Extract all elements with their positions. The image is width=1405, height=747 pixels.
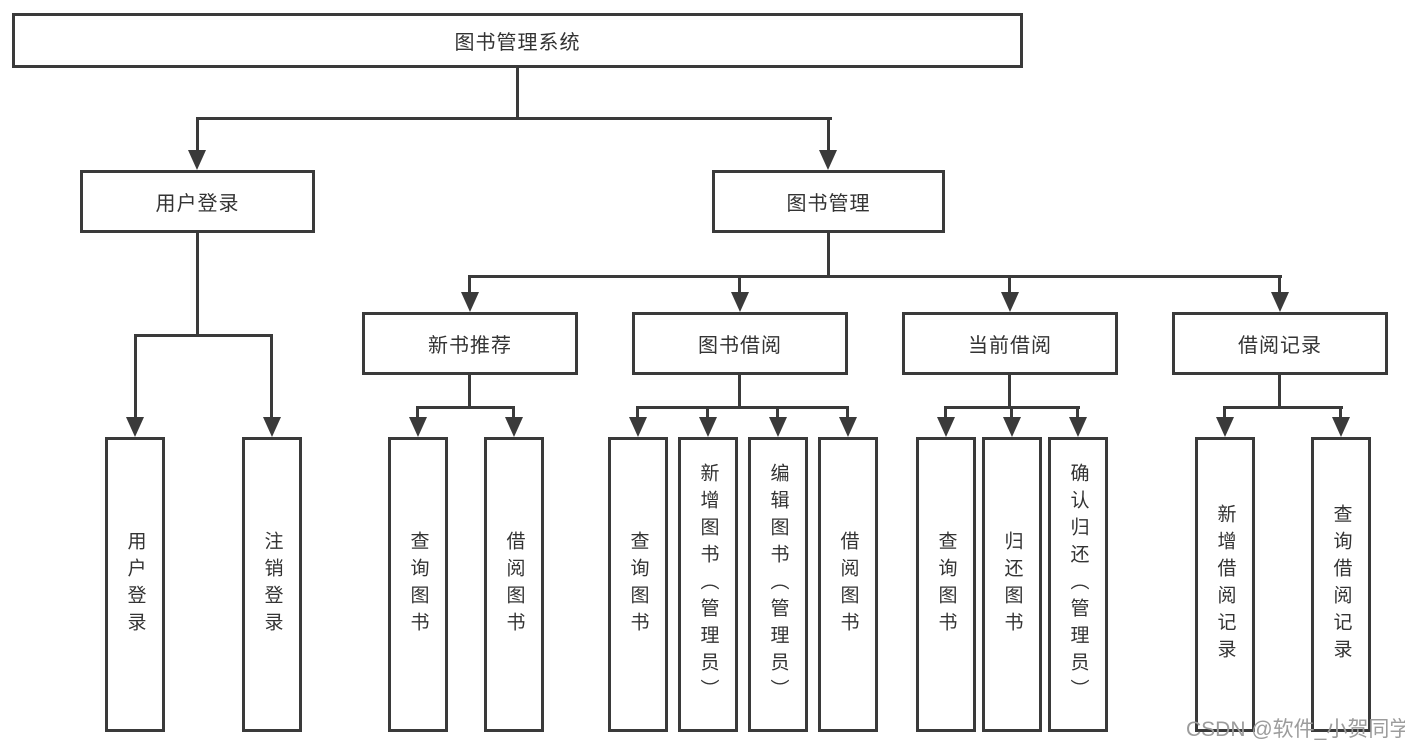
edge-root-stem-left: [196, 117, 199, 155]
arrowhead-icon: [1003, 417, 1021, 437]
edge-stem: [944, 406, 947, 422]
edge-stem: [706, 406, 709, 422]
edge-book-management-vertical: [827, 233, 830, 278]
arrowhead-icon: [188, 150, 206, 170]
leaf-label: 查询借阅记录: [1330, 503, 1352, 666]
node-leaf-confirm-return-admin: 确认归还（管理员）: [1048, 437, 1108, 732]
edge-stem: [636, 406, 639, 422]
edge-stem: [1010, 406, 1013, 422]
leaf-label: 注销登录: [261, 530, 283, 639]
arrowhead-icon: [1271, 292, 1289, 312]
node-leaf-query-borrow-record: 查询借阅记录: [1311, 437, 1371, 732]
edge-vertical: [468, 375, 471, 409]
node-leaf-edit-books-admin: 编辑图书（管理员）: [748, 437, 808, 732]
node-current-borrowing: 当前借阅: [902, 312, 1118, 375]
edge-stem: [1223, 406, 1226, 422]
csdn-watermark: CSDN @软件_小贺同学: [1186, 718, 1405, 741]
edge-stem: [1076, 406, 1079, 422]
node-borrowing-records: 借阅记录: [1172, 312, 1388, 375]
edge-user-login-horizontal: [134, 334, 273, 337]
node-leaf-add-borrow-record: 新增借阅记录: [1195, 437, 1255, 732]
node-current-borrowing-label: 当前借阅: [968, 335, 1052, 357]
node-leaf-user-login: 用户登录: [105, 437, 165, 732]
edge-book-management-stem: [1278, 275, 1281, 300]
edge-stem: [416, 406, 419, 422]
node-book-borrowing: 图书借阅: [632, 312, 848, 375]
edge-stem: [846, 406, 849, 422]
edge-root-vertical: [516, 68, 519, 120]
node-new-book-recommend: 新书推荐: [362, 312, 578, 375]
node-book-borrowing-label: 图书借阅: [698, 335, 782, 357]
arrowhead-icon: [1001, 292, 1019, 312]
node-user-login-label: 用户登录: [155, 193, 240, 215]
node-leaf-query-books-3: 查询图书: [916, 437, 976, 732]
node-leaf-query-books-2: 查询图书: [608, 437, 668, 732]
leaf-label: 编辑图书（管理员）: [767, 463, 789, 706]
edge-stem: [776, 406, 779, 422]
edge-user-login-stem: [134, 334, 137, 421]
node-leaf-query-books-1: 查询图书: [388, 437, 448, 732]
leaf-label: 查询图书: [935, 530, 957, 639]
edge-horizontal: [636, 406, 849, 409]
node-book-management: 图书管理: [712, 170, 945, 233]
leaf-label: 借阅图书: [837, 530, 859, 639]
edge-book-management-stem: [1008, 275, 1011, 300]
arrowhead-icon: [1216, 417, 1234, 437]
leaf-label: 新增图书（管理员）: [697, 463, 719, 706]
leaf-label: 查询图书: [627, 530, 649, 639]
node-leaf-borrow-books-2: 借阅图书: [818, 437, 878, 732]
leaf-label: 新增借阅记录: [1214, 503, 1236, 666]
node-leaf-return-books: 归还图书: [982, 437, 1042, 732]
arrowhead-icon: [839, 417, 857, 437]
leaf-label: 用户登录: [124, 530, 146, 639]
node-root-label: 图书管理系统: [454, 32, 581, 54]
arrowhead-icon: [819, 150, 837, 170]
node-root: 图书管理系统: [12, 13, 1023, 68]
edge-user-login-vertical: [196, 233, 199, 337]
arrowhead-icon: [1332, 417, 1350, 437]
leaf-label: 确认归还（管理员）: [1067, 463, 1089, 706]
arrowhead-icon: [629, 417, 647, 437]
node-leaf-add-books-admin: 新增图书（管理员）: [678, 437, 738, 732]
arrowhead-icon: [937, 417, 955, 437]
edge-vertical: [1008, 375, 1011, 409]
edge-book-management-stem: [738, 275, 741, 300]
leaf-label: 借阅图书: [503, 530, 525, 639]
node-borrowing-records-label: 借阅记录: [1238, 335, 1322, 357]
edge-stem: [1339, 406, 1342, 422]
arrowhead-icon: [126, 417, 144, 437]
edge-vertical: [1278, 375, 1281, 409]
arrowhead-icon: [1069, 417, 1087, 437]
edge-horizontal: [416, 406, 515, 409]
node-leaf-borrow-books-1: 借阅图书: [484, 437, 544, 732]
edge-vertical: [738, 375, 741, 409]
leaf-label: 查询图书: [407, 530, 429, 639]
edge-horizontal: [1223, 406, 1343, 409]
edge-root-stem-right: [827, 117, 830, 155]
arrowhead-icon: [461, 292, 479, 312]
node-leaf-logout: 注销登录: [242, 437, 302, 732]
arrowhead-icon: [731, 292, 749, 312]
edge-book-management-horizontal: [468, 275, 1282, 278]
arrowhead-icon: [769, 417, 787, 437]
node-user-login: 用户登录: [80, 170, 315, 233]
arrowhead-icon: [699, 417, 717, 437]
arrowhead-icon: [409, 417, 427, 437]
edge-book-management-stem: [468, 275, 471, 300]
node-new-book-recommend-label: 新书推荐: [428, 335, 512, 357]
edge-user-login-stem: [270, 334, 273, 421]
arrowhead-icon: [263, 417, 281, 437]
edge-stem: [512, 406, 515, 422]
node-book-management-label: 图书管理: [786, 193, 871, 215]
leaf-label: 归还图书: [1001, 530, 1023, 639]
arrowhead-icon: [505, 417, 523, 437]
edge-root-horizontal: [196, 117, 832, 120]
